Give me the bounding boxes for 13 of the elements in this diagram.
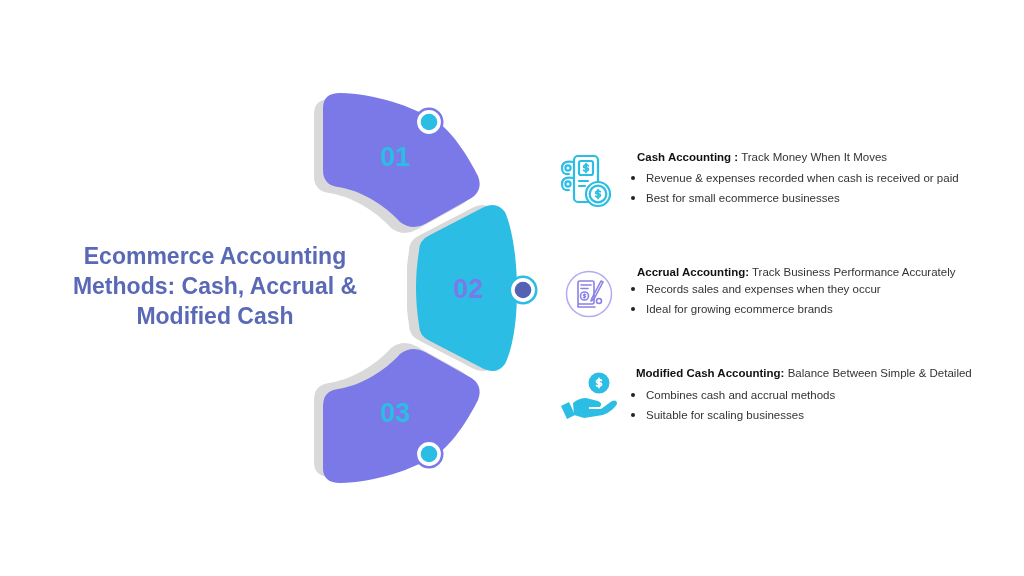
step-number: 02 [451, 274, 484, 304]
list-item-text: Records sales and expenses when they occur [646, 282, 881, 297]
step-number: 03 [378, 398, 411, 428]
section-heading: Cash Accounting : Track Money When It Moves [637, 150, 888, 165]
list-item-text: Best for small ecommerce businesses [646, 191, 840, 206]
list-item-text: Ideal for growing ecommerce brands [646, 302, 833, 317]
list-item-text: Suitable for scaling businesses [646, 408, 804, 423]
list-item-text: Combines cash and accrual methods [646, 388, 836, 403]
section-heading: Accrual Accounting: Track Business Performance Accurately [637, 265, 956, 280]
list-item-text: Revenue & expenses recorded when cash is received or paid [646, 171, 959, 186]
step-number: 01 [378, 142, 411, 172]
diagram-title: Ecommerce Accounting Methods: Cash, Accrual & Modified Cash [71, 242, 359, 331]
section-heading: Modified Cash Accounting: Balance Between Simple & Detailed [636, 366, 972, 381]
